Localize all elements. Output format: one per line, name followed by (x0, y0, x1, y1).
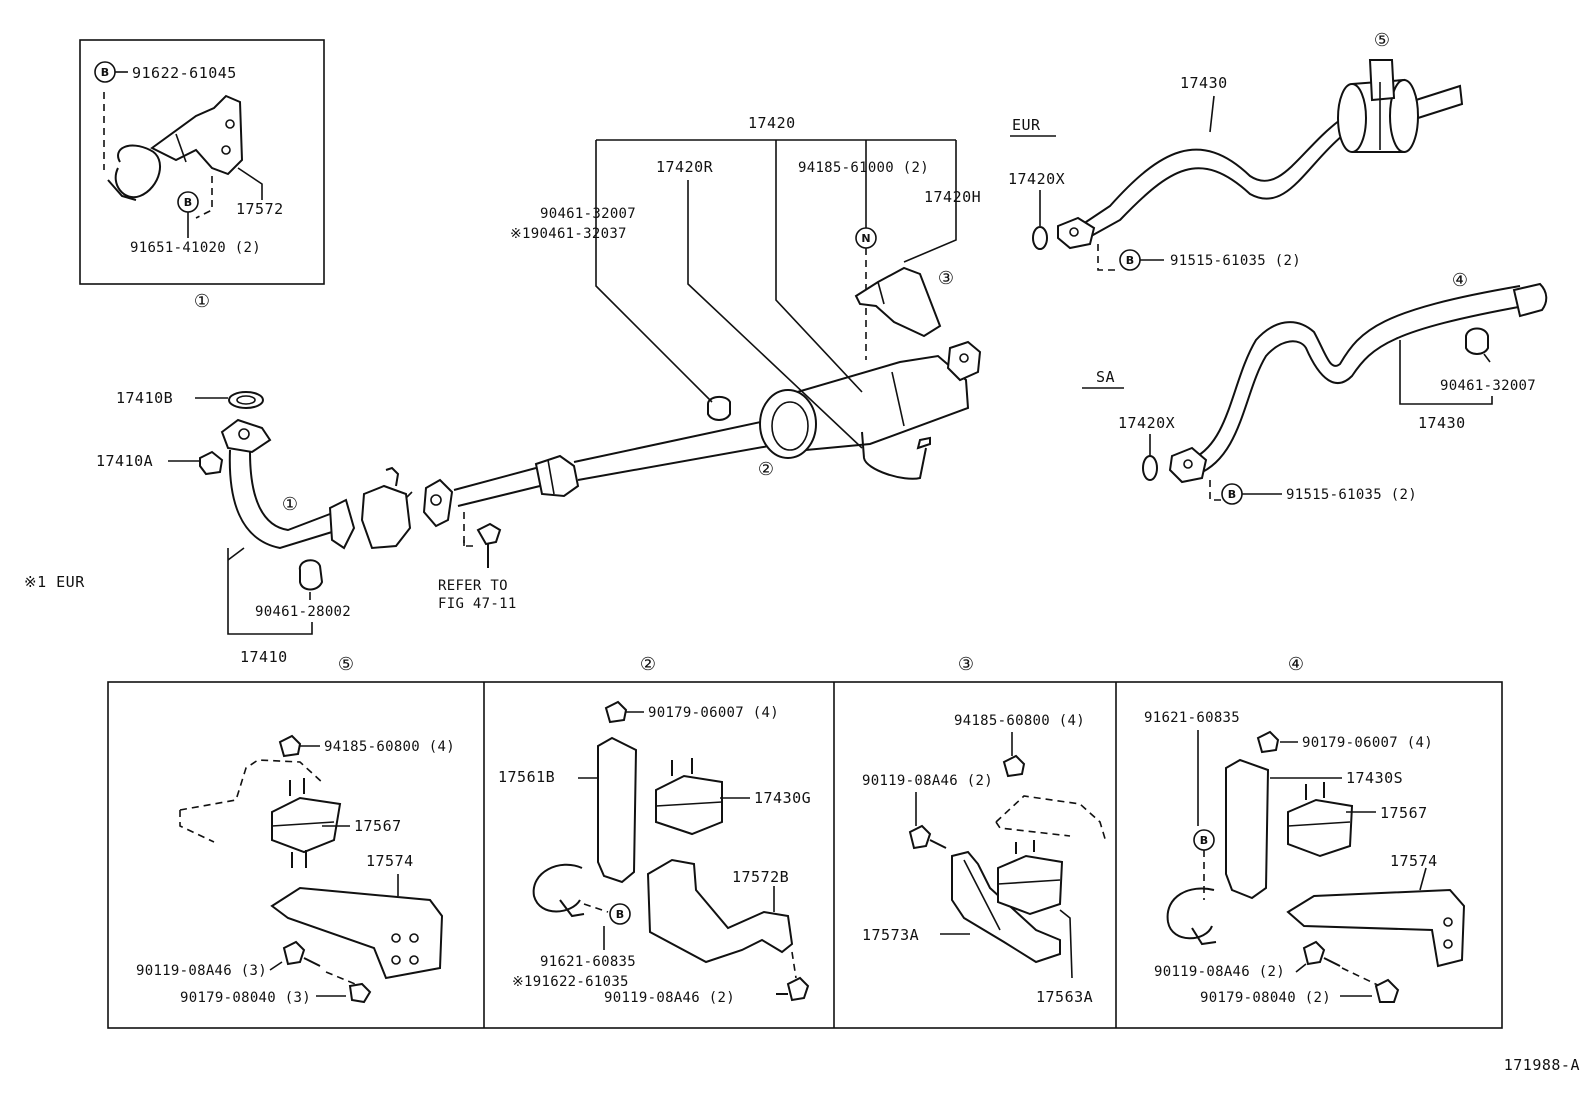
label-94185-60800-p3: 94185-60800 (4) (954, 713, 1085, 729)
label-90179-08040-p5: 90179-08040 (3) (180, 990, 311, 1006)
label-90179-06007-p2: 90179-06007 (4) (648, 705, 779, 721)
bracket-17572 (150, 94, 244, 176)
label-17430-sa: 17430 (1418, 414, 1466, 432)
gasket-17410b (228, 391, 264, 409)
label-90179-08040-p4: 90179-08040 (2) (1200, 990, 1331, 1006)
mount-17567-p4 (1287, 798, 1354, 858)
label-group-17420: 17420 17420R 90461-32007 ※190461-32037 9… (510, 114, 981, 449)
label-17563A: 17563A (1036, 988, 1093, 1006)
svg-text:B: B (101, 66, 109, 79)
svg-text:B: B (1228, 488, 1236, 501)
converter-assembly: REFER TO FIG 47-11 (360, 466, 517, 612)
label-91515-61035-eur: 91515-61035 (2) (1170, 253, 1301, 269)
label-refer-to: REFER TO (438, 578, 508, 594)
label-17410: 17410 (240, 648, 288, 666)
panel-4: 91621-60835 B 90179-06007 (4) 17430S 175… (1144, 710, 1466, 1006)
label-91622-61035-p2: ※191622-61035 (512, 974, 629, 990)
label-90119-08A46-p4: 90119-08A46 (2) (1154, 964, 1285, 980)
label-17410B: 17410B (116, 389, 173, 407)
bracket-17574-p5 (270, 886, 444, 980)
label-94185-60800-p5: 94185-60800 (4) (324, 739, 455, 755)
mount-17430g (655, 774, 723, 836)
label-eur: EUR (1012, 116, 1041, 134)
label-90119-08A46-p2: 90119-08A46 (2) (604, 990, 735, 1006)
label-17430-eur: 17430 (1180, 74, 1228, 92)
label-17567-p4: 17567 (1380, 804, 1428, 822)
label-17573A: 17573A (862, 926, 919, 944)
panel-3: 94185-60800 (4) 90119-08A46 (2) 17573A 1… (862, 713, 1107, 1006)
label-90461-28002: 90461-28002 (255, 604, 351, 620)
sa-tail-pipe: SA ④ 17420X B 91515-61035 (2) 90461-3200… (1082, 270, 1548, 505)
label-sa: SA (1096, 368, 1115, 386)
label-17420H: 17420H (924, 188, 981, 206)
svg-text:B: B (616, 908, 624, 921)
pipe-flange (220, 418, 272, 454)
note-eur: ※1 EUR (24, 573, 85, 591)
panel-5: 94185-60800 (4) 17567 17574 90119-08A46 … (136, 734, 455, 1006)
bracket-17572b (646, 858, 794, 964)
callout-5-panel: ⑤ (338, 654, 354, 675)
callout-2-on-pipe: ② (758, 459, 774, 480)
callout-1-on-pipe: ① (282, 494, 298, 515)
label-90179-06007-p4: 90179-06007 (4) (1302, 735, 1433, 751)
bracket-17420h (854, 266, 942, 338)
label-17567-p5: 17567 (354, 817, 402, 835)
front-pipe-17410: 17410B 17410A 90461-28002 17410 ① (96, 389, 356, 666)
callout-1: ① (194, 291, 210, 312)
callout-3-panel: ③ (958, 654, 974, 675)
label-17420X-eur: 17420X (1008, 170, 1065, 188)
label-17420: 17420 (748, 114, 796, 132)
label-17410A: 17410A (96, 452, 153, 470)
label-90119-08A46-p3: 90119-08A46 (2) (862, 773, 993, 789)
label-17420X-sa: 17420X (1118, 414, 1175, 432)
callout-4-panel: ④ (1288, 654, 1304, 675)
center-pipe-17420: ② (453, 340, 982, 507)
label-17574-p5: 17574 (366, 852, 414, 870)
detail-1-box: B 91622-61045 17572 B 91651-41020 (2) (79, 39, 325, 285)
label-91621-60835-p4: 91621-60835 (1144, 710, 1240, 726)
label-91621-60835-p2: 91621-60835 (540, 954, 636, 970)
callout-4-top: ④ (1452, 270, 1468, 291)
mount-17567 (271, 796, 342, 854)
label-17430S: 17430S (1346, 769, 1403, 787)
label-17430G: 17430G (754, 789, 811, 807)
label-90461-32007-sa: 90461-32007 (1440, 378, 1536, 394)
label-17574-p4: 17574 (1390, 852, 1438, 870)
label-90461-32007-center: 90461-32007 (540, 206, 636, 222)
panel-2: 90179-06007 (4) 17561B 17430G 17572B B 9… (498, 700, 811, 1006)
bolt-marker (609, 903, 631, 925)
callout-2-panel: ② (640, 654, 656, 675)
bracket-17574-p4 (1286, 888, 1466, 968)
bottom-detail-panel: ⑤ ② ③ ④ (107, 654, 1503, 1029)
label-17561B: 17561B (498, 768, 555, 786)
figure-id: 171988-A (1504, 1056, 1580, 1074)
nut-17410a (199, 450, 224, 476)
svg-text:N: N (861, 232, 870, 245)
label-fig-47-11: FIG 47-11 (438, 596, 517, 612)
label-91622-61045: 91622-61045 (132, 64, 237, 82)
eur-tail-pipe: EUR 17430 ⑤ 17420X B 91515-61035 (2) (1008, 30, 1464, 271)
mount-17563a (997, 854, 1064, 916)
label-17572B: 17572B (732, 868, 789, 886)
label-91515-61035-sa: 91515-61035 (2) (1286, 487, 1417, 503)
label-91651-41020: 91651-41020 (2) (130, 240, 261, 256)
label-90119-08A46-p5: 90119-08A46 (3) (136, 963, 267, 979)
label-94185-61000: 94185-61000 (2) (798, 160, 929, 176)
label-90461-32037: ※190461-32037 (510, 226, 627, 242)
pipe-end-flange (328, 498, 356, 550)
callout-5-top: ⑤ (1374, 30, 1390, 51)
label-17420R: 17420R (656, 158, 714, 176)
svg-text:B: B (1126, 254, 1134, 267)
hanger-17561b (597, 736, 638, 884)
callout-3: ③ (938, 268, 954, 289)
svg-text:B: B (184, 196, 192, 209)
bracket-17573a (951, 850, 1061, 964)
hanger-17430s (1225, 758, 1270, 900)
clamp-ring (114, 144, 161, 199)
clamp-90461-28002 (298, 559, 324, 591)
svg-text:B: B (1200, 834, 1208, 847)
label-17572: 17572 (236, 200, 284, 218)
